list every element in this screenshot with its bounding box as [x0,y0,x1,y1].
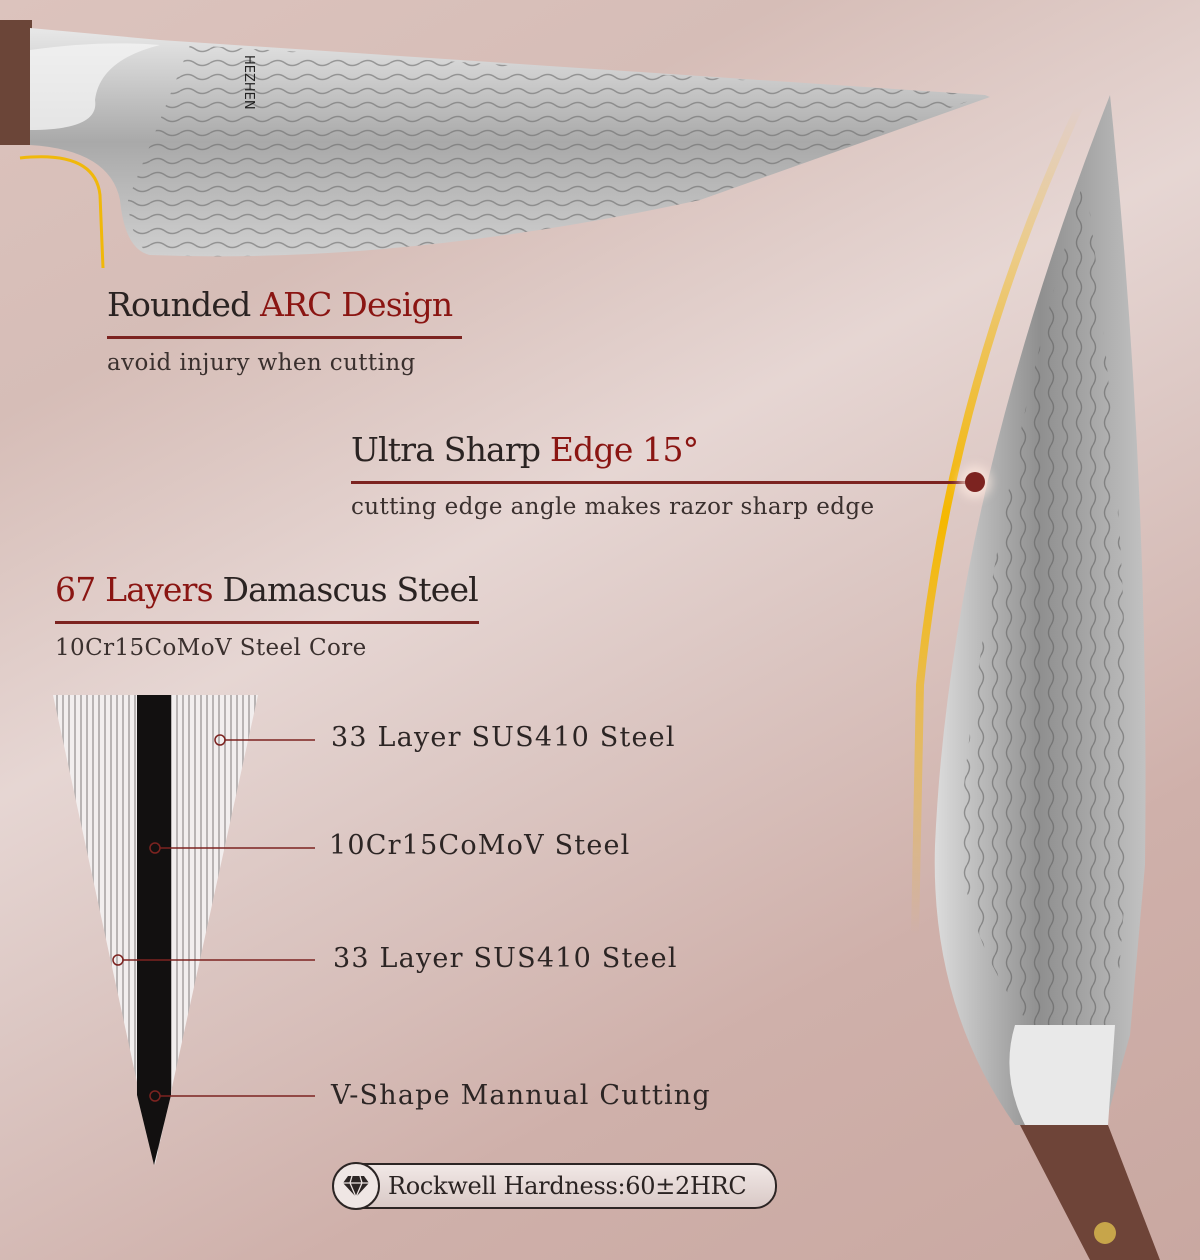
top-knife-image: HEZHEN [0,20,990,269]
feature-title-layers: 67 Layers Damascus Steel [55,570,479,609]
feature-title-edge: Ultra Sharp Edge 15° [351,430,699,469]
vertical-knife-image [911,95,1160,1260]
edge-pointer-dot [965,472,985,492]
hardness-text: Rockwell Hardness:60±2HRC [388,1172,747,1200]
feature-title-highlight: 67 Layers [55,570,214,609]
feature-title-part: Damascus Steel [212,570,478,609]
brand-logo: HEZHEN [241,55,256,110]
layer-label-outer-bottom: 33 Layer SUS410 Steel [333,943,678,974]
diamond-icon [332,1162,380,1210]
svg-text:HEZHEN: HEZHEN [241,55,256,110]
feature-title-highlight: Edge 15° [549,430,699,469]
title-underline [107,336,462,339]
hardness-badge: Rockwell Hardness:60±2HRC [332,1162,777,1210]
layer-label-outer-top: 33 Layer SUS410 Steel [331,722,676,753]
feature-subtitle-layers: 10Cr15CoMoV Steel Core [55,635,367,661]
feature-subtitle-edge: cutting edge angle makes razor sharp edg… [351,494,875,520]
layer-label-core: 10Cr15CoMoV Steel [329,830,631,861]
feature-subtitle-arc: avoid injury when cutting [107,350,416,376]
feature-title-highlight: ARC Design [260,285,453,324]
layer-label-edge: V-Shape Mannual Cutting [331,1080,711,1111]
layer-cross-section-diagram [53,695,315,1165]
feature-title-arc: Rounded ARC Design [107,285,453,324]
title-underline [55,621,479,624]
feature-title-part: Ultra Sharp [351,430,550,469]
feature-title-part: Rounded [107,285,261,324]
edge-pointer-line [351,481,976,484]
